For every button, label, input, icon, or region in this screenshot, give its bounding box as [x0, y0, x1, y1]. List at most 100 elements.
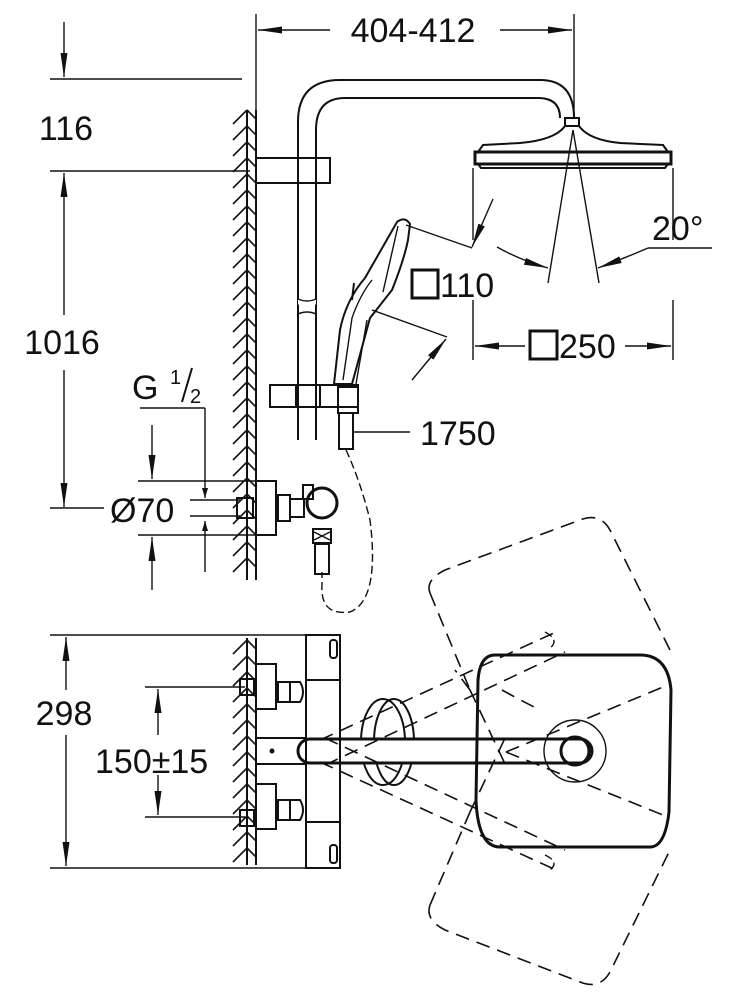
wall-hatch-line: [232, 365, 248, 381]
wall-hatch-line: [246, 205, 257, 216]
wall-hatch-line: [246, 767, 257, 778]
wall-hatch-line: [232, 349, 248, 365]
wall-hatch-line: [246, 815, 257, 826]
wall-hatch-line: [232, 719, 248, 735]
wall-hatch-line: [246, 141, 257, 152]
wall-hatch-line: [246, 189, 257, 200]
top-offset-label: 116: [39, 110, 93, 148]
wall-hatch-line: [232, 751, 248, 767]
wall-hatch-line: [246, 799, 257, 810]
head-shower-plan: [474, 653, 673, 849]
wall-hatch-line: [246, 173, 257, 184]
wall-hatch-line: [232, 301, 248, 317]
wall-hatch-line: [246, 783, 257, 794]
wall-hatch-line: [246, 541, 257, 552]
wall-hatch-line: [232, 413, 248, 429]
thread-annotation: G 1 2: [132, 367, 208, 572]
wall-hatch-line: [246, 719, 257, 730]
wall-hatch-line: [232, 525, 248, 541]
wall-hatch-line: [232, 269, 248, 285]
wall-hatch-line: [246, 269, 257, 280]
wall-hatch-line: [246, 349, 257, 360]
wall-hatch-line: [232, 141, 248, 157]
wall-hatching-upper: [232, 109, 257, 573]
wall-hatch-line: [246, 253, 257, 264]
wall-hatch-line: [232, 381, 248, 397]
thread-numerator: 1: [170, 367, 181, 389]
wall-hatch-line: [246, 125, 257, 136]
square-symbol-icon: [528, 329, 559, 361]
wall-hatch-line: [232, 397, 248, 413]
dimension-connection-spacing: 150±15: [95, 686, 245, 818]
wall-hatch-line: [232, 783, 248, 799]
thread-denominator: 2: [190, 386, 201, 408]
wall-hatch-line: [232, 557, 248, 573]
wall-hatch-line: [246, 477, 257, 488]
wall-hatch-line: [246, 429, 257, 440]
wall-hatch-line: [246, 687, 257, 698]
wall-hatch-line: [246, 301, 257, 312]
wall-hatch-line: [232, 157, 248, 173]
hand-shower-size-label: 110: [440, 267, 494, 305]
wall-hatch-line: [246, 317, 257, 328]
dimension-body-height: 298: [36, 634, 340, 869]
wall-hatch-line: [246, 671, 257, 682]
wall-hatch-line: [246, 365, 257, 376]
dimension-arm-reach: 404-412: [255, 12, 575, 118]
wall-hatch-line: [246, 237, 257, 248]
wall-hatch-line: [246, 509, 257, 520]
wall-hatch-line: [246, 831, 257, 842]
wall-hatch-line: [232, 253, 248, 269]
wall-hatch-line: [246, 157, 257, 168]
wall-hatch-line: [232, 815, 248, 831]
wall-hatch-line: [232, 189, 248, 205]
thread-letter: G: [132, 369, 158, 407]
mixer-valve-upper: [236, 480, 339, 575]
spray-angle-label: 20°: [652, 210, 703, 248]
wall-hatch-line: [246, 413, 257, 424]
dimension-flange-diameter: Ø70: [110, 425, 272, 590]
wall-hatch-line: [246, 639, 257, 650]
dimension-rail-height: 1016: [24, 173, 104, 509]
shower-riser: [256, 79, 575, 440]
rotation-range-dashed: [319, 516, 671, 986]
hand-shower-plan: [340, 698, 420, 786]
body-height-label: 298: [36, 695, 93, 733]
wall-hatch-line: [232, 125, 248, 141]
wall-hatch-line: [232, 639, 248, 655]
wall-hatch-line: [232, 461, 248, 477]
wall-hatch-line: [246, 109, 257, 120]
wall-hatch-line: [246, 751, 257, 762]
wall-hatch-line: [246, 525, 257, 536]
wall-hatch-line: [246, 397, 257, 408]
wall-hatch-line: [246, 847, 257, 858]
wall-hatch-line: [246, 445, 257, 456]
wall-hatch-line: [232, 493, 248, 509]
wall-hatch-line: [232, 735, 248, 751]
dimension-head-shower-size: 250: [475, 328, 671, 366]
hose-length-label: 1750: [420, 415, 496, 453]
wall-hatch-line: [246, 703, 257, 714]
head-shower: [472, 117, 674, 360]
wall-hatch-line: [246, 333, 257, 344]
wall-lower: [246, 638, 257, 865]
wall-hatch-line: [246, 381, 257, 392]
hand-shower: 110: [332, 198, 494, 385]
wall-hatch-line: [246, 221, 257, 232]
wall-hatch-line: [232, 173, 248, 189]
wall-hatching-lower: [232, 639, 257, 863]
head-shower-size-label: 250: [559, 328, 616, 366]
wall-hatch-line: [232, 655, 248, 671]
wall-hatch-line: [246, 557, 257, 568]
wall-hatch-line: [246, 655, 257, 666]
wall-hatch-line: [232, 687, 248, 703]
wall-hatch-line: [232, 333, 248, 349]
wall-hatch-line: [232, 429, 248, 445]
wall-hatch-line: [232, 109, 248, 125]
wall-hatch-line: [232, 285, 248, 301]
rail-height-label: 1016: [24, 324, 100, 362]
spray-angle-annotation: 20°: [496, 210, 712, 269]
wall-hatch-line: [232, 703, 248, 719]
wall-hatch-line: [232, 799, 248, 815]
